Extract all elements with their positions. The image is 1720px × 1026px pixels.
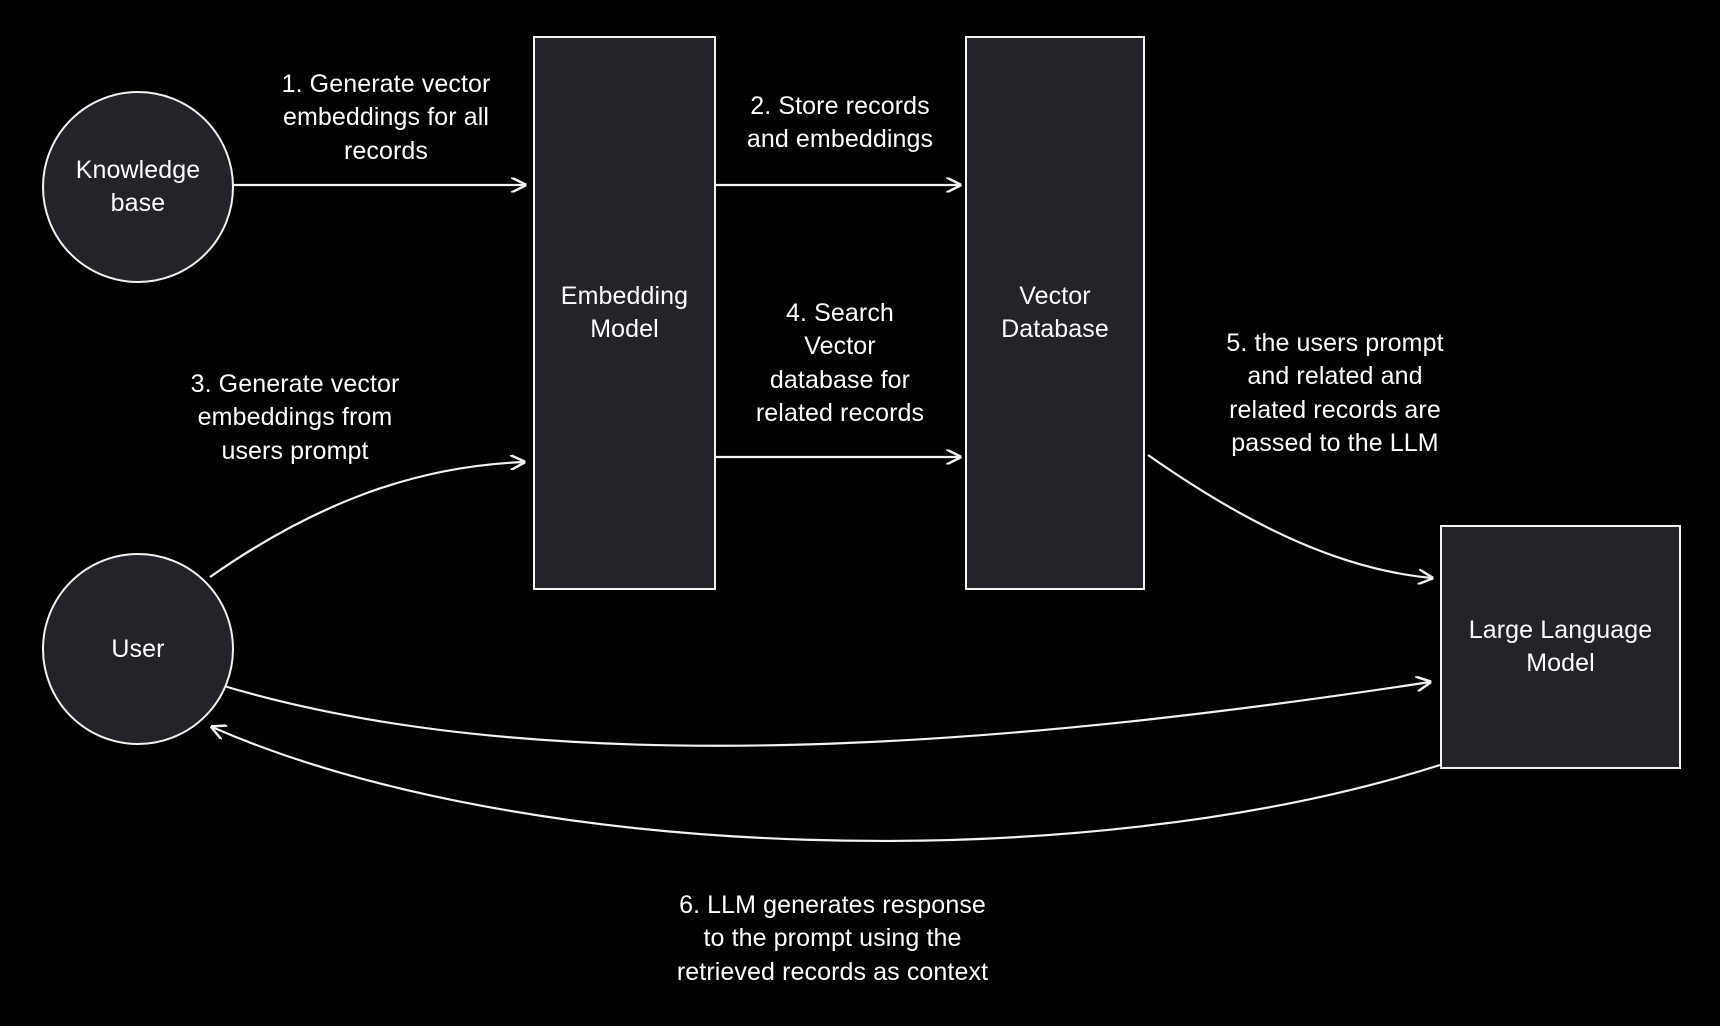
edge-label-3: 3. Generate vector embeddings from users… [190, 370, 400, 465]
node-vector-database-label: Vector Database [1001, 282, 1109, 343]
edge-label-6: 6. LLM generates response to the prompt … [676, 891, 989, 986]
node-embedding-model[interactable]: Embedding Model [533, 36, 716, 590]
connector-user-to-llm [213, 682, 1430, 747]
connector-3 [209, 462, 524, 578]
edge-label-1: 1. Generate vector embeddings for all re… [281, 70, 491, 165]
node-knowledge-base-label: Knowledge base [75, 156, 201, 217]
edge-label-5: 5. the users prompt and related and rela… [1226, 329, 1444, 457]
node-user-label: User [111, 634, 165, 663]
node-knowledge-base[interactable]: Knowledge base [42, 91, 234, 283]
connector-5 [1147, 454, 1432, 578]
node-user[interactable]: User [42, 553, 234, 745]
node-large-language-model[interactable]: Large Language Model [1440, 525, 1681, 769]
node-large-language-model-label: Large Language Model [1468, 616, 1653, 677]
node-embedding-model-label: Embedding Model [560, 282, 689, 343]
edge-label-4: 4. Search Vector database for related re… [755, 299, 925, 427]
node-vector-database[interactable]: Vector Database [965, 36, 1145, 590]
edge-label-2: 2. Store records and embeddings [746, 92, 934, 154]
connector-6 [212, 727, 1441, 843]
